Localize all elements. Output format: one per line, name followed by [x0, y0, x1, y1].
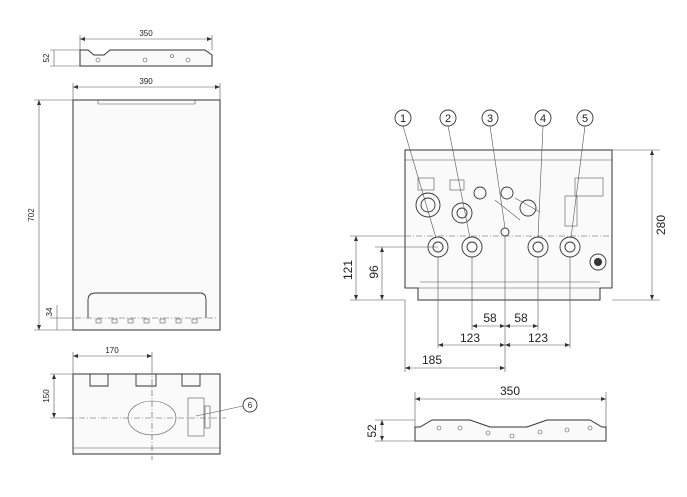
dim-top-bracket-depth: 52 — [42, 53, 51, 62]
callout-1: 1 — [400, 113, 406, 125]
callout-5: 5 — [582, 113, 588, 125]
dim-185: 185 — [422, 353, 442, 367]
dim-123-right: 123 — [528, 331, 548, 345]
callout-2: 2 — [445, 113, 451, 125]
dim-96: 96 — [367, 265, 381, 279]
callout-6: 6 — [248, 401, 253, 410]
dim-123-left: 123 — [460, 331, 480, 345]
dim-front-height: 702 — [27, 208, 36, 222]
dim-bottom-depth: 150 — [42, 389, 51, 403]
dim-front-bottom-offset: 34 — [45, 307, 54, 316]
dim-top-bracket-width: 350 — [139, 29, 153, 38]
left-top-bracket: 350 52 — [42, 29, 213, 67]
dim-bracket-width: 350 — [500, 384, 520, 398]
dim-121: 121 — [341, 260, 355, 280]
dim-58-left: 58 — [483, 311, 497, 325]
dim-front-width: 390 — [139, 77, 153, 86]
right-connection-view: 1 2 3 4 5 280 121 96 58 — [341, 109, 668, 372]
left-bottom-view: 170 150 6 — [42, 346, 258, 460]
callout-4: 4 — [540, 113, 546, 125]
dim-bracket-depth: 52 — [365, 424, 379, 438]
dim-58-right: 58 — [514, 311, 528, 325]
right-bracket: 350 52 — [365, 384, 607, 442]
callout-3: 3 — [487, 113, 493, 125]
left-front-view: 390 702 34 — [27, 77, 221, 331]
dim-bottom-offset: 170 — [105, 346, 119, 355]
dim-height-280: 280 — [654, 215, 668, 235]
